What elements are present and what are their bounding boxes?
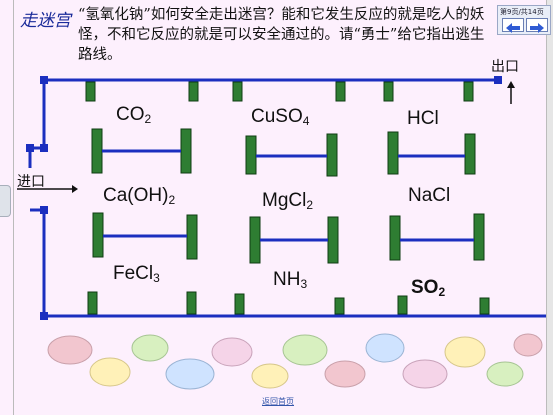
frame-divider — [13, 0, 14, 415]
side-panel-handle[interactable] — [0, 185, 11, 217]
wall-corners — [26, 76, 502, 320]
maze-walls — [28, 78, 546, 318]
formula-caoh2: Ca(OH)2 — [103, 185, 176, 207]
next-page-button[interactable] — [526, 18, 548, 33]
page-indicator: 第9页/共14页 — [500, 8, 544, 16]
slide-title: 走迷宫 — [20, 11, 71, 31]
direction-arrows — [17, 81, 515, 193]
formula-nacl: NaCl — [408, 185, 451, 206]
formula-hcl: HCl — [407, 108, 439, 129]
home-link[interactable]: 返回首页 — [262, 397, 294, 406]
formula-mgcl2: MgCl2 — [262, 190, 314, 212]
exit-label: 出口 — [491, 59, 519, 75]
formula-so2: SO2 — [411, 277, 446, 299]
vertical-scrollbar[interactable] — [546, 0, 553, 415]
entrance-label: 进口 — [17, 174, 45, 190]
previous-page-button[interactable] — [502, 18, 524, 33]
top-doors — [85, 81, 474, 102]
formula-co2: CO2 — [116, 104, 152, 126]
formula-nh3: NH3 — [273, 269, 308, 291]
stones-decoration — [47, 333, 543, 390]
formula-cuso4: CuSO4 — [251, 106, 310, 128]
question-text: “氢氧化钠”如何安全走出迷宫？能和它发生反应的就是吃人的妖怪，不和它反应的就是可… — [78, 7, 485, 63]
right-arrow-icon — [530, 23, 544, 33]
left-arrow-icon — [506, 23, 520, 33]
navigation-panel: 第9页/共14页 — [497, 5, 551, 35]
gates-row-1 — [91, 128, 476, 177]
formula-fecl3: FeCl3 — [113, 263, 160, 285]
bottom-doors — [87, 291, 490, 315]
gates-row-2 — [92, 212, 485, 264]
